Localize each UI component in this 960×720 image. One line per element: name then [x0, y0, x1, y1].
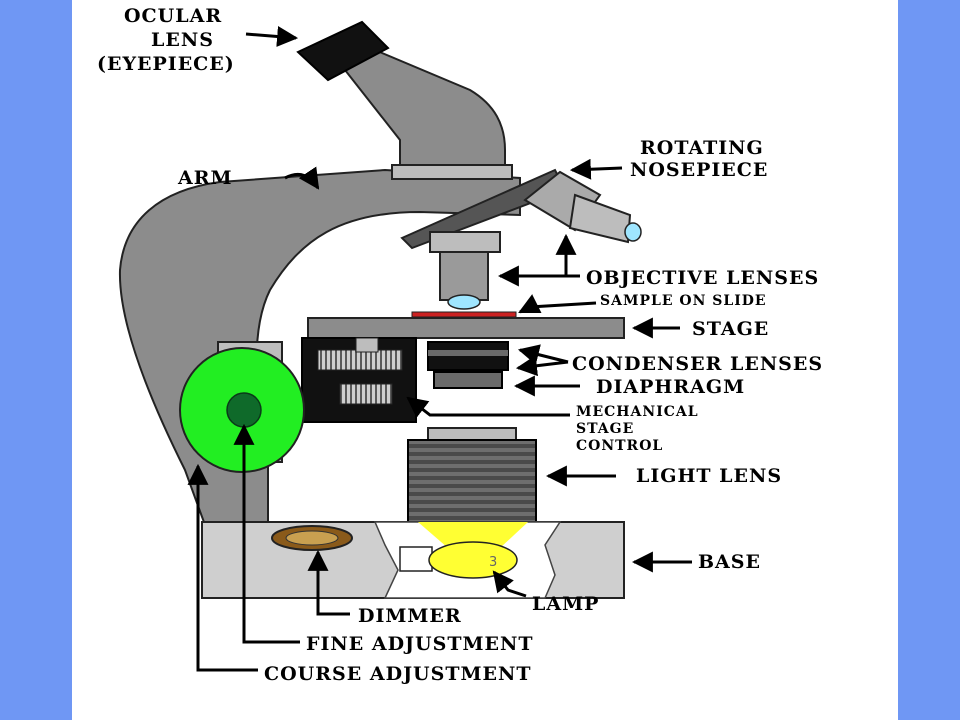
label-base: BASE: [698, 551, 761, 573]
label-arm: ARM: [177, 167, 233, 189]
light-beam: [418, 522, 528, 548]
label-nosepiece-line1: ROTATING: [640, 137, 764, 159]
label-dimmer: DIMMER: [358, 605, 462, 627]
mechanical-gear-upper: [317, 349, 403, 371]
leader-coarse: [187, 463, 258, 672]
ocular-lens-cap: [296, 20, 390, 82]
side-objective: [568, 193, 632, 244]
mechanical-gear-lower: [339, 383, 393, 405]
leader-sample: [518, 294, 597, 314]
leader-lamp: [492, 570, 527, 598]
objective-barrel: [439, 251, 489, 301]
eyepiece-tube: [343, 48, 506, 173]
lamp-bulb: [428, 541, 518, 579]
leader-ocular: [245, 26, 299, 47]
diaphragm-ring: [433, 371, 503, 389]
label-course-adjustment: COURSE ADJUSTMENT: [264, 663, 532, 685]
leader-lines: [187, 26, 692, 672]
sample-slide: [411, 311, 517, 318]
label-condenser-lenses: CONDENSER LENSES: [572, 353, 823, 375]
leader-condenser-2: [515, 355, 569, 377]
label-mechanical-line3: CONTROL: [576, 438, 663, 454]
mechanical-connector: [355, 337, 379, 353]
leader-fine: [233, 423, 300, 644]
label-ocular-line3: (EYEPIECE): [97, 53, 235, 75]
label-stage: STAGE: [692, 318, 769, 340]
label-mechanical-line1: MECHANICAL: [576, 404, 699, 420]
label-light-lens: LIGHT LENS: [636, 465, 782, 487]
label-sample-on-slide: SAMPLE ON SLIDE: [600, 293, 767, 309]
condenser-band: [428, 350, 508, 356]
label-ocular-line1: OCULAR: [124, 5, 222, 27]
leader-arm: [284, 166, 320, 190]
stage-plate: [307, 317, 625, 339]
eyepiece-collar: [391, 164, 513, 180]
light-housing: [407, 439, 537, 523]
label-diaphragm: DIAPHRAGM: [596, 376, 745, 398]
label-mechanical-line2: STAGE: [576, 421, 634, 437]
side-objective-tip: [624, 222, 642, 242]
label-ocular-line2: LENS: [151, 29, 214, 51]
lamp-socket: [399, 546, 433, 572]
leader-dimmer: [307, 549, 350, 616]
label-nosepiece-line2: NOSEPIECE: [630, 159, 768, 181]
objective-collar: [429, 231, 501, 253]
lamp-filament: 3: [489, 555, 497, 570]
dimmer-knob-center: [285, 530, 339, 546]
leader-mechanical: [406, 396, 570, 418]
fine-adjustment-knob: [226, 392, 262, 428]
leader-nosepiece: [569, 158, 623, 180]
label-fine-adjustment: FINE ADJUSTMENT: [306, 633, 534, 655]
label-objective-lenses: OBJECTIVE LENSES: [586, 267, 819, 289]
objective-tip: [447, 294, 481, 310]
label-lamp: LAMP: [532, 593, 599, 615]
leader-condenser: [517, 344, 569, 365]
